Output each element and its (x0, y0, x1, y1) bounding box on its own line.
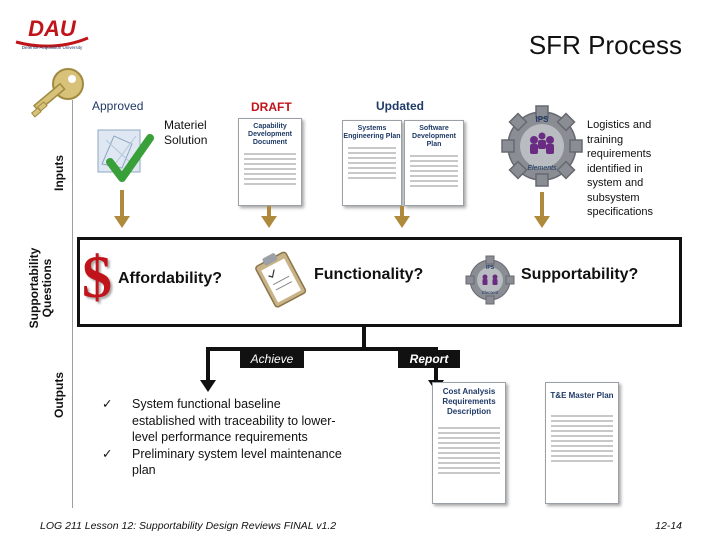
ips-elements-icon: IPS Elements (498, 98, 586, 190)
logistics-requirements-text: Logistics and training requirements iden… (587, 119, 654, 218)
questions-box (77, 237, 682, 327)
systems-engineering-plan: Systems Engineering Plan (342, 120, 402, 206)
software-development-plan: Software Development Plan (404, 120, 464, 206)
output-bullet: ✓ Preliminary system level maintenance p… (92, 446, 344, 479)
supportability-question: Supportability? (521, 266, 639, 283)
connector-left-head (200, 380, 216, 392)
output-bullet: ✓ System functional baseline established… (92, 396, 344, 446)
ips-label: IPS (536, 115, 550, 124)
logo-subtext: Defense Acquisition University (22, 45, 83, 50)
questions-line-2: Questions (40, 258, 54, 318)
updated-label: Updated (376, 99, 424, 113)
materiel-solution-icon (92, 124, 154, 184)
arrowhead-plans (394, 216, 410, 228)
arrowhead-cdd (261, 216, 277, 228)
output-bullet-list: ✓ System functional baseline established… (92, 396, 344, 479)
ips-small-label: IPS (486, 265, 495, 271)
affordability-question: Affordability? (118, 270, 222, 287)
doc-title: Capability Development Document (248, 123, 292, 146)
doc-title: T&E Master Plan (550, 391, 614, 400)
arrow-plans (400, 206, 404, 216)
logo-text: DAU (28, 16, 77, 41)
te-master-plan-document: T&E Master Plan (545, 382, 619, 504)
arrow-cdd (267, 206, 271, 216)
bullet-text: System functional baseline established w… (132, 397, 336, 444)
achieve-badge: Achieve (240, 350, 304, 368)
report-badge: Report (398, 350, 460, 368)
check-mark-icon: ✓ (102, 446, 113, 461)
inputs-label: Inputs (52, 155, 66, 191)
materiel-solution-line-1: Materiel (164, 118, 207, 132)
materiel-solution-label: Materiel Solution (164, 118, 207, 148)
bullet-text: Preliminary system level maintenance pla… (132, 446, 342, 478)
approved-label: Approved (92, 99, 144, 113)
connector-horizontal (206, 347, 438, 351)
connector-center (362, 327, 366, 349)
ips-small-icon: IPS Element (462, 254, 518, 306)
doc-title: Cost Analysis Requirements Description (442, 387, 496, 416)
key-icon (26, 66, 88, 128)
draft-label: DRAFT (251, 100, 292, 114)
ips-elements-label: Elements (527, 165, 557, 172)
slide-title: SFR Process (528, 30, 682, 60)
dollar-icon: $ (82, 244, 112, 310)
doc-title: Systems Engineering Plan (343, 125, 401, 140)
arrow-ips (540, 192, 544, 216)
footer-page-number: 12-14 (655, 520, 682, 532)
functionality-question: Functionality? (314, 266, 424, 283)
arrowhead-ips (534, 216, 550, 228)
capability-development-document: Capability Development Document (238, 118, 302, 206)
dau-logo: DAU Defense Acquisition University (14, 12, 90, 50)
footer-course-label: LOG 211 Lesson 12: Supportability Design… (40, 520, 337, 532)
arrow-materiel (120, 190, 124, 216)
check-mark-icon: ✓ (102, 397, 113, 411)
materiel-solution-line-2: Solution (164, 133, 208, 147)
clipboard-icon (250, 248, 314, 310)
arrowhead-materiel (114, 216, 130, 228)
ips-small-elements-label: Element (482, 290, 499, 295)
connector-left-down (206, 347, 210, 381)
supportability-questions-label: Supportability Questions (27, 240, 56, 336)
doc-title: Software Development Plan (412, 125, 456, 148)
cost-analysis-requirements-document: Cost Analysis Requirements Description (432, 382, 506, 504)
outputs-label: Outputs (52, 372, 66, 418)
left-divider (72, 100, 73, 508)
